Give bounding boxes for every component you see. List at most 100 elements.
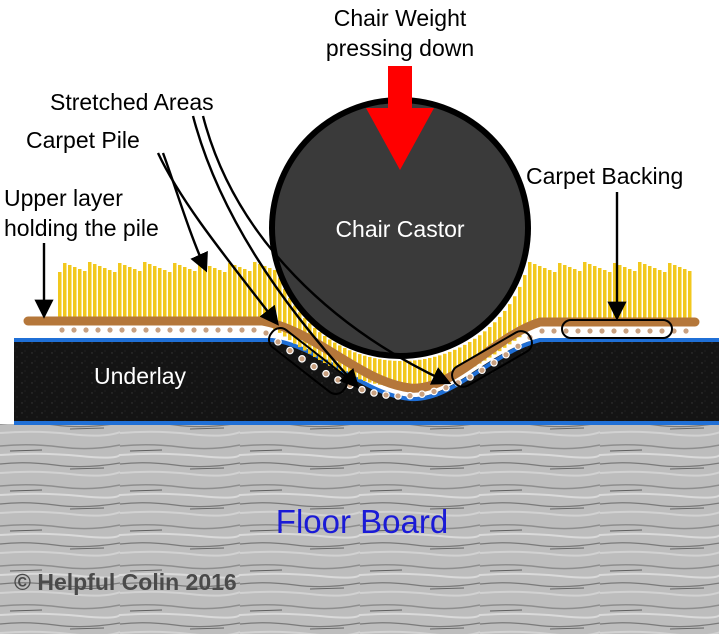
pile-strand	[448, 351, 452, 378]
pile-strand	[238, 267, 242, 321]
pile-strand	[278, 277, 282, 333]
pile-strand	[383, 359, 387, 386]
pile-strand	[83, 271, 87, 321]
pile-strand	[568, 267, 572, 322]
pile-strand	[458, 347, 462, 374]
chair-castor-label: Chair Castor	[335, 216, 464, 242]
backing-dot	[322, 369, 330, 378]
pile-strand	[228, 263, 232, 321]
pile-strand	[258, 264, 262, 321]
pile-strand	[588, 264, 592, 322]
pile-strand	[413, 360, 417, 387]
backing-dot	[166, 326, 174, 334]
pile-strand	[138, 271, 142, 321]
backing-dot	[682, 327, 690, 335]
pile-strand	[463, 344, 467, 372]
pile-strand	[378, 359, 382, 385]
pile-strand	[268, 268, 272, 326]
pile-strand	[643, 264, 647, 322]
pile-strand	[213, 268, 217, 321]
backing-dot	[442, 383, 450, 392]
pile-strand	[688, 271, 692, 322]
backing-dot	[70, 326, 78, 334]
backing-dot	[406, 391, 414, 400]
pile-strand	[648, 266, 652, 322]
pile-strand	[618, 265, 622, 322]
pile-strand	[248, 271, 252, 321]
pile-strand	[678, 267, 682, 322]
pile-strand	[193, 271, 197, 321]
pile-strand	[548, 270, 552, 322]
floor-board-label: Floor Board	[276, 503, 448, 540]
weight-arrow	[366, 66, 434, 170]
backing-dot	[298, 355, 306, 363]
upper-layer-label-2: holding the pile	[4, 215, 159, 241]
pile-strand	[78, 269, 82, 321]
pile-strand	[488, 327, 492, 358]
pile-strand	[403, 360, 407, 387]
backing-dot	[178, 326, 186, 334]
backing-dot	[142, 326, 150, 334]
backing-dot	[106, 326, 114, 334]
pile-strand	[638, 262, 642, 322]
pile-strand	[668, 263, 672, 322]
backing-dot	[130, 326, 138, 334]
pile-strand	[283, 288, 287, 337]
pile-strand	[598, 268, 602, 322]
backing-dot	[94, 326, 102, 334]
stretched-areas-label: Stretched Areas	[50, 89, 214, 115]
pile-strand	[418, 359, 422, 386]
pile-strand	[148, 264, 152, 321]
pile-strand	[468, 341, 472, 369]
backing-dot	[190, 326, 198, 334]
pile-strand	[473, 338, 477, 367]
pile-strand	[88, 262, 92, 321]
pile-strand	[483, 331, 487, 361]
pile-strand	[223, 272, 227, 321]
pile-strand	[658, 270, 662, 322]
backing-dot	[118, 326, 126, 334]
backing-dot	[334, 376, 342, 384]
pile-strand	[293, 305, 297, 344]
pile-strand	[98, 266, 102, 321]
pile-strand	[583, 262, 587, 322]
pile-strand	[153, 266, 157, 321]
pile-strand	[428, 357, 432, 384]
pile-strand	[538, 266, 542, 323]
pile-strand	[478, 335, 482, 364]
pile-strand	[243, 269, 247, 321]
pile-strand	[253, 262, 257, 321]
pile-strand	[453, 349, 457, 376]
pile-strand	[103, 268, 107, 321]
pile-strand	[628, 269, 632, 322]
underlay-label: Underlay	[94, 363, 187, 389]
pile-strand	[118, 263, 122, 321]
pile-strand	[178, 265, 182, 321]
pile-strand	[113, 272, 117, 321]
pile-strand	[623, 267, 627, 322]
pile-strand	[58, 272, 62, 321]
upper-layer	[23, 316, 700, 393]
pile-strand	[608, 272, 612, 322]
pile-strand	[133, 269, 137, 321]
pile-strand	[63, 263, 67, 321]
backing-dot	[514, 342, 522, 351]
leader-lines	[34, 115, 627, 389]
stretched-area-right	[451, 330, 533, 388]
backing-dot	[490, 358, 498, 367]
backing-dot	[238, 326, 246, 334]
backing-dot	[538, 327, 546, 335]
backing-dot	[274, 338, 282, 346]
carpet-backing-label: Carpet Backing	[526, 163, 683, 189]
backing-dot	[262, 329, 270, 337]
pile-strand	[523, 275, 527, 334]
pile-strand	[288, 297, 292, 341]
stretched-area-left	[268, 327, 348, 395]
backing-dot	[598, 327, 606, 335]
backing-dot	[658, 327, 666, 335]
pile-strand	[653, 268, 657, 322]
backing-dot	[646, 327, 654, 335]
pile-strand	[143, 262, 147, 321]
pile-strand	[558, 263, 562, 322]
